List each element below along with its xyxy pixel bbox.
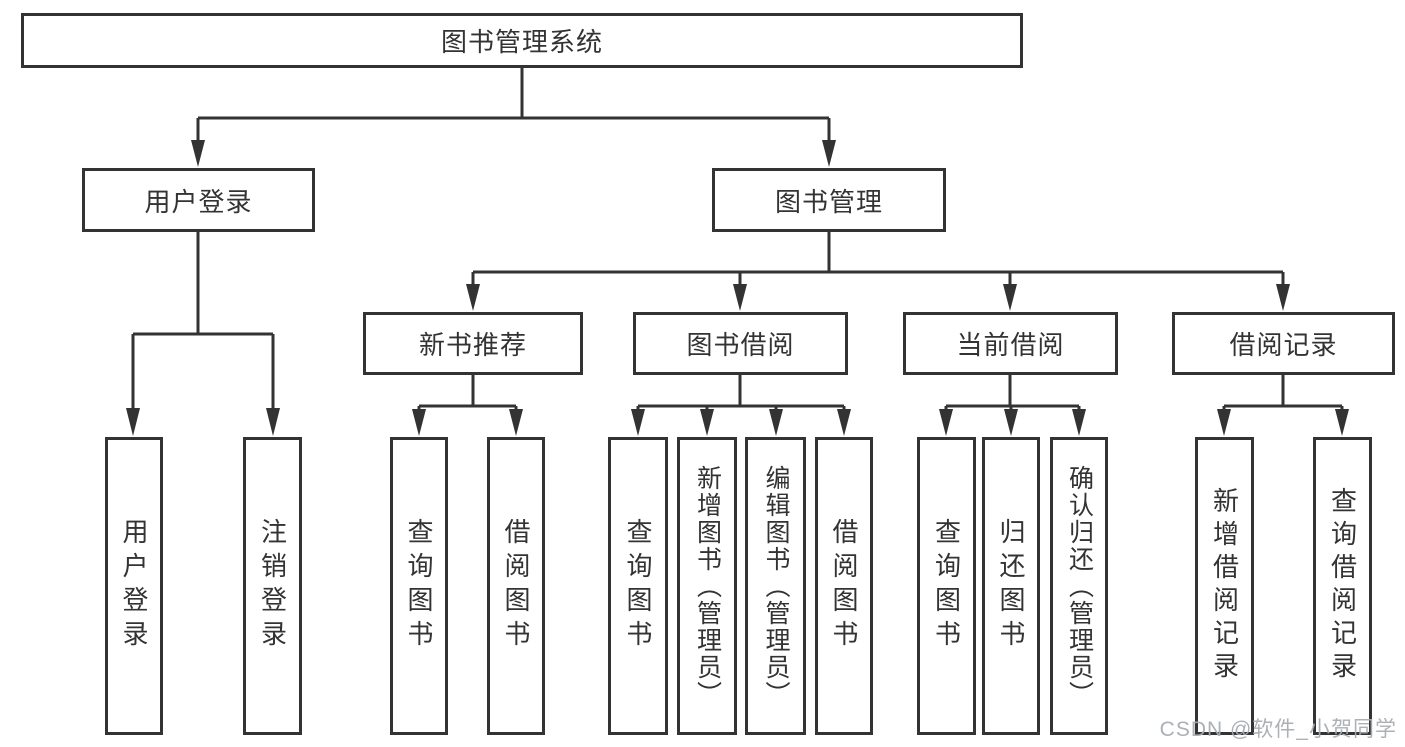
node-new-book-recommend-label: 新书推荐	[418, 330, 527, 360]
csdn-watermark: CSDN @软件_小贺同学	[1159, 718, 1397, 741]
connector-user-login-branch	[126, 232, 280, 436]
node-borrowing-records: 借阅记录	[1172, 312, 1395, 375]
leaf-user-login: 用户登录	[105, 437, 163, 735]
leaf-return-book: 归还图书	[982, 437, 1040, 735]
leaf-add-borrow-record-label: 新增借阅记录	[1209, 487, 1240, 685]
leaf-edit-book-admin-label: 编辑图书（管理员）	[762, 464, 790, 708]
connector-book-management-branch	[466, 232, 1290, 311]
node-new-book-recommend: 新书推荐	[363, 312, 583, 375]
leaf-user-login-label: 用户登录	[119, 518, 149, 654]
connector-borrowing-records-branch	[1217, 375, 1349, 436]
leaf-confirm-return-admin-label: 确认归还（管理员）	[1065, 464, 1094, 708]
leaf-query-borrow-record: 查询借阅记录	[1313, 437, 1372, 735]
node-book-management-label: 图书管理	[774, 186, 883, 217]
leaf-borrow-books-label: 借阅图书	[829, 518, 859, 654]
leaf-current-query-books-label: 查询图书	[931, 518, 962, 654]
node-book-borrowing: 图书借阅	[633, 312, 848, 375]
node-book-borrowing-label: 图书借阅	[686, 330, 795, 360]
leaf-newbook-borrow-books-label: 借阅图书	[501, 518, 531, 654]
leaf-newbook-borrow-books: 借阅图书	[487, 437, 545, 735]
node-borrowing-records-label: 借阅记录	[1229, 330, 1338, 360]
leaf-query-borrow-record-label: 查询借阅记录	[1327, 487, 1358, 685]
leaf-confirm-return-admin: 确认归还（管理员）	[1050, 437, 1108, 735]
connector-root-to-level2	[191, 68, 836, 167]
node-library-system: 图书管理系统	[21, 13, 1023, 68]
leaf-add-book-admin: 新增图书（管理员）	[677, 437, 737, 735]
leaf-newbook-query-books-label: 查询图书	[404, 518, 434, 654]
leaf-borrow-books: 借阅图书	[815, 437, 873, 735]
node-user-login: 用户登录	[82, 168, 315, 232]
leaf-edit-book-admin: 编辑图书（管理员）	[745, 437, 806, 735]
leaf-newbook-query-books: 查询图书	[390, 437, 448, 735]
node-current-borrowing: 当前借阅	[903, 312, 1118, 375]
node-user-login-label: 用户登录	[144, 186, 253, 217]
leaf-return-book-label: 归还图书	[996, 518, 1026, 654]
connector-book-borrowing-branch	[631, 375, 851, 436]
connector-current-borrowing-branch	[939, 375, 1086, 436]
leaf-borrow-query-books-label: 查询图书	[623, 518, 653, 654]
node-library-system-label: 图书管理系统	[440, 27, 603, 57]
leaf-current-query-books: 查询图书	[917, 437, 976, 735]
node-book-management: 图书管理	[712, 168, 946, 232]
leaf-logout: 注销登录	[243, 437, 302, 735]
leaf-logout-label: 注销登录	[257, 518, 288, 654]
node-current-borrowing-label: 当前借阅	[956, 330, 1065, 360]
leaf-add-borrow-record: 新增借阅记录	[1195, 437, 1254, 735]
leaf-add-book-admin-label: 新增图书（管理员）	[693, 464, 722, 708]
leaf-borrow-query-books: 查询图书	[608, 437, 668, 735]
connector-new-book-branch	[412, 375, 523, 436]
